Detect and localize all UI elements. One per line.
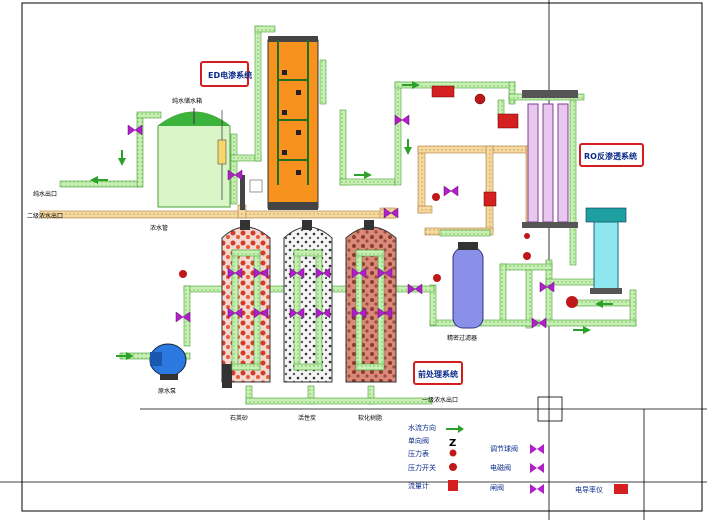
pretreatment-system-box — [413, 361, 463, 385]
legend-flow: 水流方向 — [408, 423, 436, 432]
raw-water-pump — [149, 343, 187, 380]
legend-check-valve: 单向阀 — [408, 436, 429, 445]
ro-membranes — [522, 90, 578, 228]
pressure-gauge-icon — [449, 449, 457, 457]
gate-valve-icon — [530, 484, 544, 494]
check-valve-icon: Z — [449, 438, 456, 449]
flowmeter-icon — [448, 480, 458, 491]
pretreatment-system-label: 前处理系统 — [418, 369, 458, 379]
flow-arrows — [90, 81, 613, 360]
conc-water-label: 浓水管 — [150, 224, 168, 232]
precision-filter-label: 精密过滤器 — [447, 334, 477, 342]
ro-high-pressure-pump — [585, 207, 627, 294]
carbon-filter-tank — [283, 220, 333, 383]
ed-system-label: ED电渗系统 — [208, 70, 252, 80]
pure-water-tank — [157, 108, 231, 208]
crosshair-box — [537, 396, 563, 422]
precision-filter — [452, 242, 484, 329]
sand-filter-tank — [221, 220, 271, 388]
concentrate-pipe — [39, 210, 396, 219]
softener-label: 软化树脂 — [358, 414, 382, 422]
legend-gate-valve: 闸阀 — [490, 483, 504, 492]
legend-pressure-switch: 压力开关 — [408, 463, 436, 472]
sand-label: 石英砂 — [230, 414, 248, 422]
drawing-frame — [21, 2, 703, 512]
regulating-valve-icon — [530, 444, 544, 454]
instruments — [179, 85, 578, 308]
conductivity-icon — [614, 484, 628, 494]
solenoid-valve-icon — [530, 463, 544, 473]
softener-tank — [345, 220, 397, 383]
ed-system-box — [200, 61, 249, 87]
ro-system-box — [579, 143, 644, 167]
pure-outlet-label: 纯水出口 — [33, 190, 57, 198]
ed-column — [240, 36, 319, 210]
pump-label: 原水泵 — [158, 387, 176, 395]
carbon-label: 活性炭 — [298, 414, 316, 422]
legend-solenoid-valve: 电磁阀 — [490, 463, 511, 472]
pressure-switch-icon — [449, 463, 457, 471]
ro-system-label: RO反渗透系统 — [584, 151, 637, 161]
primary-conc-label: 一级浓水出口 — [422, 396, 458, 404]
legend-pressure-gauge: 压力表 — [408, 449, 429, 458]
valves — [127, 114, 555, 329]
pure-tank-label: 纯水储水箱 — [172, 97, 202, 105]
legend-regulating-valve: 调节球阀 — [490, 444, 518, 453]
legend-conductivity: 电导率仪 — [575, 485, 603, 494]
legend: 水流方向 单向阀 Z 压力表 压力开关 流量计 调节球阀 电磁阀 闸阀 电导率仪 — [408, 423, 628, 494]
secondary-conc-label: 二级浓水出口 — [27, 212, 63, 220]
legend-flowmeter: 流量计 — [408, 481, 429, 490]
